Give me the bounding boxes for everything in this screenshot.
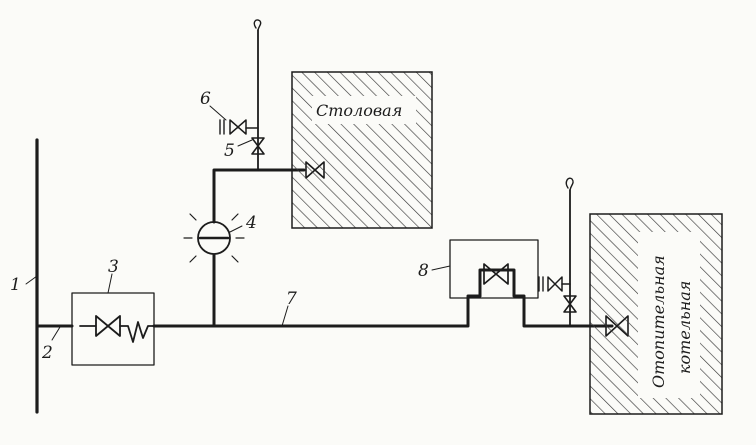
label-7: 7 <box>286 289 297 309</box>
label-4: 4 <box>245 213 257 233</box>
sample-valve-6-icon <box>219 119 247 135</box>
boiler-label-bg <box>638 232 700 398</box>
leader-8 <box>431 265 451 271</box>
canteen-label: Столовая <box>316 101 402 120</box>
boiler-sample-valve-icon <box>538 276 563 292</box>
leader-6 <box>209 105 227 121</box>
canteen-label-bg <box>312 96 416 124</box>
regulator-cabinet-8 <box>449 239 539 299</box>
boiler-label-line1: Отопительная <box>649 255 668 388</box>
purge-cap-icon <box>253 19 262 31</box>
label-8: 8 <box>418 261 429 281</box>
yard-gas-line <box>152 294 482 328</box>
purge-cap-boiler-icon <box>565 177 574 191</box>
label-6: 6 <box>200 89 211 109</box>
boiler-label-line2: котельная <box>675 281 694 374</box>
leader-5 <box>237 139 253 147</box>
label-3: 3 <box>108 257 119 277</box>
valve-chamber-3 <box>71 292 155 366</box>
valve-5-icon <box>251 137 265 155</box>
leader-7 <box>281 305 289 327</box>
boiler-riser-valve-icon <box>563 295 577 313</box>
label-5: 5 <box>224 141 235 161</box>
label-2: 2 <box>41 343 53 363</box>
valve-icon <box>79 315 121 337</box>
riser-to-canteen-upper <box>212 168 306 224</box>
leader-2 <box>51 326 61 341</box>
canteen-building <box>291 71 433 229</box>
leader-4 <box>229 225 243 233</box>
regulator-line <box>478 268 614 328</box>
leader-1 <box>25 275 38 285</box>
leader-3 <box>107 273 113 294</box>
gas-meter-icon <box>183 208 245 263</box>
compensator-icon <box>119 321 155 343</box>
label-1: 1 <box>10 275 21 295</box>
regulator-valve-icon <box>483 263 509 285</box>
